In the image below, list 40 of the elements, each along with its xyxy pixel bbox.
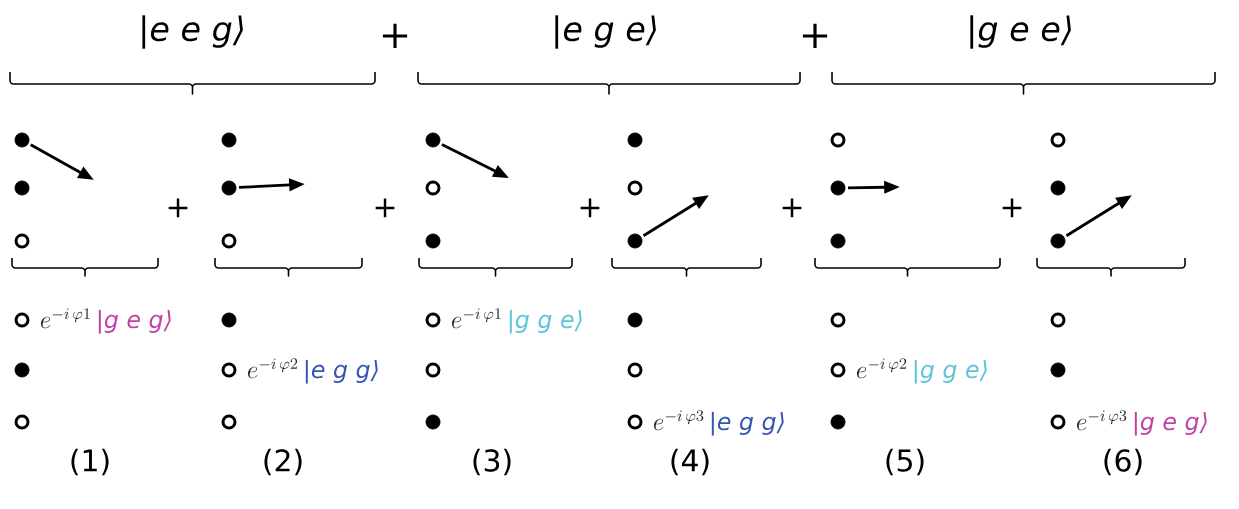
phase-factor: $e^{-i\,\varphi 2}$ |g g e⟩ — [857, 358, 987, 384]
filled-dot — [14, 132, 30, 148]
filled-dot — [221, 180, 237, 196]
filled-dot — [627, 312, 643, 328]
filled-dot — [627, 233, 643, 249]
filled-dot — [221, 132, 237, 148]
filled-dot — [425, 132, 441, 148]
ket-label: |e g e⟩ — [555, 15, 656, 49]
plus-sign: + — [375, 198, 395, 218]
filled-dot — [830, 180, 846, 196]
plus-sign: + — [782, 198, 802, 218]
plus-sign: + — [580, 198, 600, 218]
plus-sign: + — [382, 23, 408, 49]
filled-dot — [1050, 362, 1066, 378]
filled-dot — [14, 362, 30, 378]
panel-number: (2) — [264, 448, 302, 476]
filled-dot — [1050, 233, 1066, 249]
ket-label: |e e g⟩ — [142, 15, 243, 49]
filled-dot — [830, 414, 846, 430]
phase-factor: $e^{-i\,\varphi 3}$ |g e g⟩ — [1077, 410, 1207, 436]
panel-number: (5) — [886, 448, 924, 476]
panel-number: (1) — [71, 448, 109, 476]
phase-factor: $e^{-i\,\varphi 1}$ |g g e⟩ — [452, 308, 582, 334]
panel-number: (4) — [671, 448, 709, 476]
phase-factor: $e^{-i\,\varphi 1}$ |g e g⟩ — [41, 308, 171, 334]
filled-dot — [221, 312, 237, 328]
filled-dot — [1050, 180, 1066, 196]
plus-sign: + — [168, 198, 188, 218]
filled-dot — [830, 233, 846, 249]
filled-dot — [14, 180, 30, 196]
filled-dot — [425, 414, 441, 430]
panel-number: (6) — [1104, 448, 1142, 476]
filled-dot — [425, 233, 441, 249]
filled-dot — [627, 132, 643, 148]
phase-factor: $e^{-i\,\varphi 3}$ |e g g⟩ — [654, 410, 784, 436]
ket-label: |g e e⟩ — [970, 15, 1071, 49]
panel-number: (3) — [473, 448, 511, 476]
plus-sign: + — [802, 23, 828, 49]
phase-factor: $e^{-i\,\varphi 2}$ |e g g⟩ — [248, 358, 378, 384]
plus-sign: + — [1002, 198, 1022, 218]
